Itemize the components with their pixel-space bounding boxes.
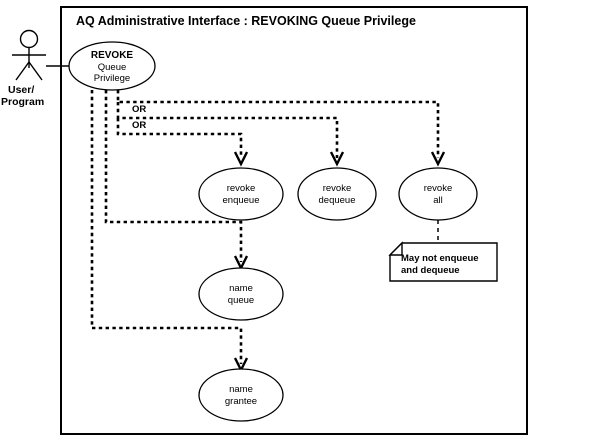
actor-label-line2: Program	[1, 96, 44, 108]
usecase-label-line2: queue	[228, 295, 254, 306]
usecase-label-line2: Queue	[98, 62, 127, 73]
arrowhead-revoke-all	[430, 151, 446, 167]
usecase-revoke-enqueue[interactable]: revoke enqueue	[198, 167, 284, 221]
actor-label-line1: User/	[8, 84, 34, 96]
usecase-ellipse	[68, 41, 156, 91]
usecase-revoke-dequeue[interactable]: revoke dequeue	[297, 167, 377, 221]
note-folded-corner-icon	[388, 241, 403, 256]
usecase-ellipse	[198, 267, 284, 321]
note-text-line2: and dequeue	[401, 265, 460, 276]
note-text-line1: May not enqueue	[401, 253, 479, 264]
branch-label-or-2: OR	[132, 120, 146, 131]
usecase-label-line2: enqueue	[223, 195, 260, 206]
usecase-label-line1: name	[229, 283, 253, 294]
arrowhead-revoke-enqueue	[233, 151, 249, 167]
usecase-revoke-queue-privilege[interactable]: REVOKE Queue Privilege	[68, 41, 156, 91]
dependency-to-name-queue	[104, 90, 243, 262]
usecase-ellipse	[198, 368, 284, 422]
usecase-label-line3: Privilege	[94, 73, 130, 84]
actor-head-icon	[19, 29, 39, 49]
usecase-ellipse	[198, 167, 284, 221]
actor-user-program[interactable]: User/ Program	[1, 29, 46, 109]
usecase-label-line1: REVOKE	[91, 50, 134, 61]
diagram-title: AQ Administrative Interface : REVOKING Q…	[76, 14, 416, 28]
dependency-to-revoke-dequeue	[116, 102, 339, 158]
system-boundary-frame	[60, 6, 528, 435]
usecase-label-line2: all	[433, 195, 443, 206]
usecase-ellipse	[398, 167, 478, 221]
actor-leg-left-icon	[15, 61, 30, 81]
usecase-label-line2: dequeue	[319, 195, 356, 206]
usecase-name-grantee[interactable]: name grantee	[198, 368, 284, 422]
dependency-to-revoke-enqueue	[116, 118, 243, 158]
usecase-label-line1: revoke	[227, 183, 256, 194]
dependency-to-name-grantee	[90, 90, 243, 364]
usecase-label-line1: revoke	[323, 183, 352, 194]
actor-leg-right-icon	[28, 61, 43, 81]
usecase-name-queue[interactable]: name queue	[198, 267, 284, 321]
dependency-to-revoke-all	[116, 90, 440, 158]
arrowhead-revoke-dequeue	[329, 151, 345, 167]
usecase-ellipse	[297, 167, 377, 221]
note-may-not-enqueue-and-dequeue: May not enqueue and dequeue	[388, 241, 498, 282]
usecase-label-line2: grantee	[225, 396, 257, 407]
branch-label-or-1: OR	[132, 104, 146, 115]
usecase-revoke-all[interactable]: revoke all	[398, 167, 478, 221]
usecase-label-line1: name	[229, 384, 253, 395]
usecase-label-line1: revoke	[424, 183, 453, 194]
